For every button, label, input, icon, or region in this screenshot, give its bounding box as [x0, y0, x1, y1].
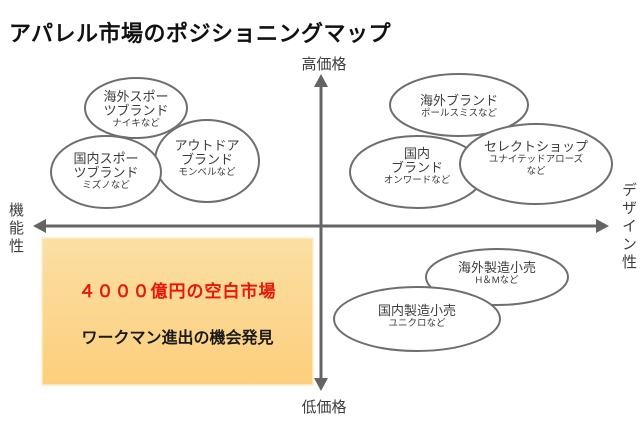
ellipse-domestic-sports-brand [50, 135, 162, 209]
bubble-label-sub: H＆Mなど [475, 275, 519, 286]
axis-label-functionality: 機能性 [7, 202, 24, 256]
axis-label-design: デザイン性 [620, 182, 637, 272]
ellipse-overseas-sports-brand [84, 77, 188, 139]
arrow-left-icon [33, 219, 46, 233]
bubble-label-sub: モンベルなど [178, 167, 236, 178]
bubble-label-line: 国内スポー [73, 151, 139, 166]
ellipse-overseas-brand [389, 73, 529, 137]
bubble-label-line: 国内 [403, 146, 430, 161]
arrow-down-icon [314, 378, 328, 391]
bubble-label-sub: ミズノなど [82, 180, 130, 191]
blank-market-headline: ４０００億円の空白市場 [78, 282, 277, 301]
bubble-label-domestic-spa: 国内製造小売 ユニクロなど [334, 304, 500, 330]
arrow-up-icon [314, 74, 328, 87]
bubble-label-sub: ポールスミスなど [420, 108, 497, 119]
bubble-label-sub: など [526, 166, 546, 177]
bubble-label-sub: ユナイテッドアローズ [488, 154, 584, 165]
bubble-label-line: 海外ブランド [419, 93, 498, 108]
bubble-label-sub: オンワードなど [383, 175, 451, 186]
page-title: アパレル市場のポジショニングマップ [9, 21, 392, 46]
arrow-right-icon [596, 219, 609, 233]
bubble-label-line: 国内製造小売 [377, 303, 456, 318]
bubble-label-overseas-brand: 海外ブランド ポールスミスなど [390, 94, 528, 120]
axis-arrowheads [33, 74, 609, 391]
axes [44, 85, 598, 380]
blank-market-rectangle [41, 237, 314, 386]
bubble-label-domestic-sports: 国内スポー ツブランド ミズノなど [51, 152, 161, 192]
bubble-label-domestic-brand: 国内 ブランド オンワードなど [350, 147, 484, 187]
bubble-label-overseas-sports: 海外スポー ツブランド ナイキなど [85, 90, 187, 130]
opportunity-text: ワークマン進出の機会発見 [81, 330, 274, 347]
ellipse-select-shop [459, 123, 613, 205]
bubble-label-line: 海外製造小売 [457, 260, 536, 275]
bubble-label-line: ツブランド [73, 165, 139, 180]
axis-label-high-price: 高価格 [301, 56, 347, 73]
bubble-label-select-shop: セレクトショップ ユナイテッドアローズ など [460, 140, 612, 178]
bubble-label-outdoor: アウトドア ブランド モンベルなど [155, 139, 259, 179]
bubble-label-overseas-spa: 海外製造小売 H＆Mなど [426, 261, 568, 287]
bubble-label-sub: ユニクロなど [388, 318, 446, 329]
ellipse-domestic-manufacture-retail [333, 286, 501, 352]
axis-label-low-price: 低価格 [301, 399, 347, 416]
bubble-label-line: アウトドア [174, 138, 240, 153]
bubble-label-line: セレクトショップ [483, 139, 588, 154]
bubble-label-line: ブランド [390, 160, 443, 175]
bubbles [50, 73, 613, 352]
bubble-label-sub: ナイキなど [112, 118, 160, 129]
bubble-label-line: 海外スポー [103, 89, 169, 104]
bubble-label-line: ツブランド [103, 103, 169, 118]
bubble-label-line: ブランド [180, 152, 233, 167]
